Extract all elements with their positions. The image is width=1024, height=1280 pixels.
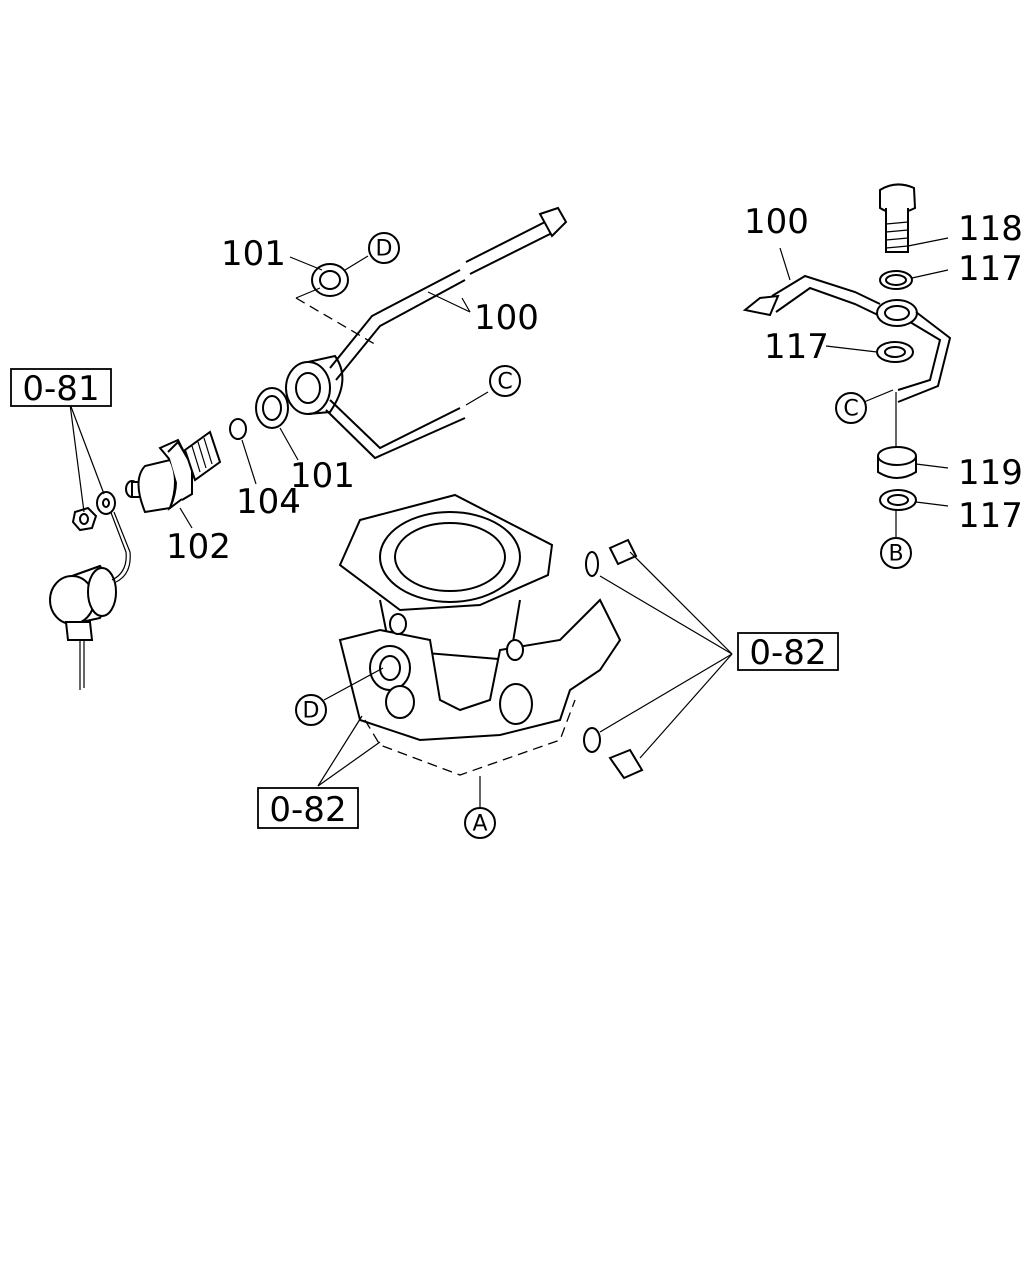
circle-c-center: C <box>489 365 521 397</box>
pressure-switch-102 <box>125 430 222 514</box>
callout-104: 104 <box>236 482 301 522</box>
washer-101-lower <box>255 387 289 429</box>
banjo-bolt-118 <box>879 183 917 253</box>
callout-118: 118 <box>958 209 1023 249</box>
ref-box-0-81: 0-81 <box>10 368 112 409</box>
svg-text:D: D <box>376 237 393 262</box>
o-ring-104 <box>229 418 247 440</box>
callout-101-bottom: 101 <box>290 456 355 496</box>
washer-101-upper <box>311 263 349 297</box>
ref-box-0-82-right: 0-82 <box>737 632 839 673</box>
callout-119: 119 <box>958 453 1023 493</box>
oil-pipe-100-right <box>742 274 952 403</box>
circle-b-right: B <box>880 537 912 569</box>
svg-text:A: A <box>472 812 487 837</box>
sleeve-119 <box>877 446 917 479</box>
washers-117-right <box>876 270 917 511</box>
ref-0-81-label: 0-81 <box>22 369 99 409</box>
callout-100-right: 100 <box>744 202 809 242</box>
switch-wire-assembly <box>49 491 131 690</box>
circle-d-left: D <box>295 694 327 726</box>
ref-0-82-right-label: 0-82 <box>749 633 826 673</box>
svg-text:B: B <box>888 542 903 567</box>
circle-d-top: D <box>368 232 400 264</box>
callout-101-top: 101 <box>221 234 286 274</box>
circle-c-right: C <box>835 392 867 424</box>
ref-box-0-82-left: 0-82 <box>257 787 359 830</box>
circle-a-bottom: A <box>464 807 496 839</box>
svg-text:C: C <box>843 397 858 422</box>
svg-text:D: D <box>303 699 320 724</box>
callout-117-upper: 117 <box>958 249 1023 289</box>
svg-text:C: C <box>497 370 512 395</box>
oil-pipe-100-center <box>285 206 568 460</box>
callout-100-center: 100 <box>474 298 539 338</box>
callout-117-lower: 117 <box>958 496 1023 536</box>
callout-102: 102 <box>166 527 231 567</box>
leader-lines <box>69 237 949 808</box>
filter-housing <box>338 493 622 776</box>
callout-117-middle: 117 <box>764 327 829 367</box>
housing-bolts <box>583 538 644 780</box>
ref-0-82-left-label: 0-82 <box>269 790 346 830</box>
